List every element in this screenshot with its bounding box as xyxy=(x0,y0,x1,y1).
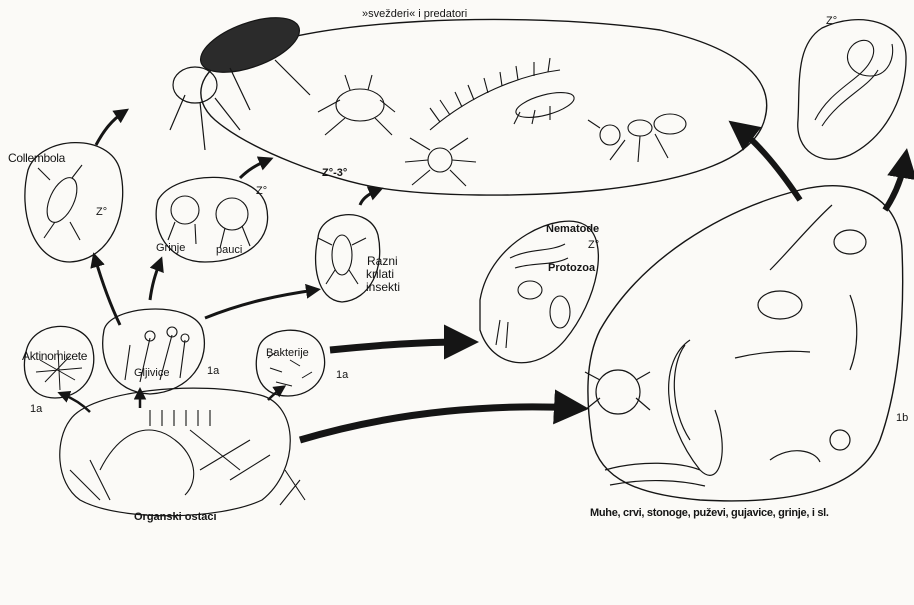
label-insekti: insekti xyxy=(366,281,400,294)
arrow-bacteria-to-nematodes xyxy=(330,342,465,350)
label-1a-gljivice: 1a xyxy=(207,366,219,378)
arrow-collembola-to-predators xyxy=(96,112,124,145)
collembola-illustration xyxy=(38,165,83,240)
label-organski-ostaci: Organski ostaci xyxy=(134,512,217,524)
label-z-nematode: Z° xyxy=(588,240,599,252)
label-bakterije: Bakterije xyxy=(266,348,309,360)
label-1a-aktino: 1a xyxy=(30,404,42,416)
label-aktinomicete: Aktinomicete xyxy=(22,350,87,363)
spider-illustration xyxy=(405,138,476,186)
soil-fauna-enclosure xyxy=(588,186,903,501)
arrow-fauna-to-predators xyxy=(738,128,800,200)
winged-insect-illustration xyxy=(318,235,366,284)
label-grinje: Grinje xyxy=(156,243,185,255)
label-protozoa: Protozoa xyxy=(548,263,595,275)
ant-illustration xyxy=(588,114,686,162)
soil-fauna-illustration xyxy=(585,205,866,486)
arrow-fungi-to-collembola xyxy=(95,258,120,325)
bug-illustration xyxy=(318,75,395,135)
centipede-illustration xyxy=(430,58,560,130)
organic-debris-mass xyxy=(60,388,290,516)
label-z-mites: Z° xyxy=(256,186,267,198)
label-z2-3: Z°-3° xyxy=(322,168,347,180)
arrow-fungi-to-insects xyxy=(205,290,315,318)
label-1b: 1b xyxy=(896,413,908,425)
arrow-debris-to-aktino xyxy=(62,394,90,412)
arrow-mites-to-predators xyxy=(240,160,268,178)
arrow-debris-to-fauna xyxy=(300,407,575,440)
label-razni: Razni xyxy=(367,255,398,268)
label-nematode: Nematode xyxy=(546,224,599,236)
nematode-protozoa-illustration xyxy=(496,244,570,348)
label-krilati: krilati xyxy=(366,268,394,281)
top-right-enclosure xyxy=(798,20,906,160)
label-1a-bakterije: 1a xyxy=(336,370,348,382)
caption-soil-fauna: Muhe, crvi, stonoge, puževi, gujavice, g… xyxy=(590,508,829,520)
arrow-fauna-to-topright xyxy=(885,160,905,210)
label-svezderi-predatori: »svežderi« i predatori xyxy=(362,9,467,21)
larva-illustration xyxy=(513,88,576,124)
organic-debris-illustration xyxy=(70,410,305,505)
label-pauci: pauci xyxy=(216,245,242,257)
beetle-illustration xyxy=(170,7,310,150)
mite-illustration xyxy=(168,196,250,248)
topright-organism-illustration xyxy=(815,40,893,126)
label-z-collembola: Z° xyxy=(96,207,107,219)
label-collembola: Collembola xyxy=(8,152,65,165)
arrow-debris-to-bacteria xyxy=(268,388,282,400)
label-z-top-right: Z° xyxy=(826,16,837,28)
nematodes-protozoa-enclosure xyxy=(480,221,598,363)
arrow-insects-to-predators xyxy=(360,190,378,205)
arrow-fungi-to-mites xyxy=(150,262,160,300)
label-gljivice: Gljivice xyxy=(134,368,169,380)
